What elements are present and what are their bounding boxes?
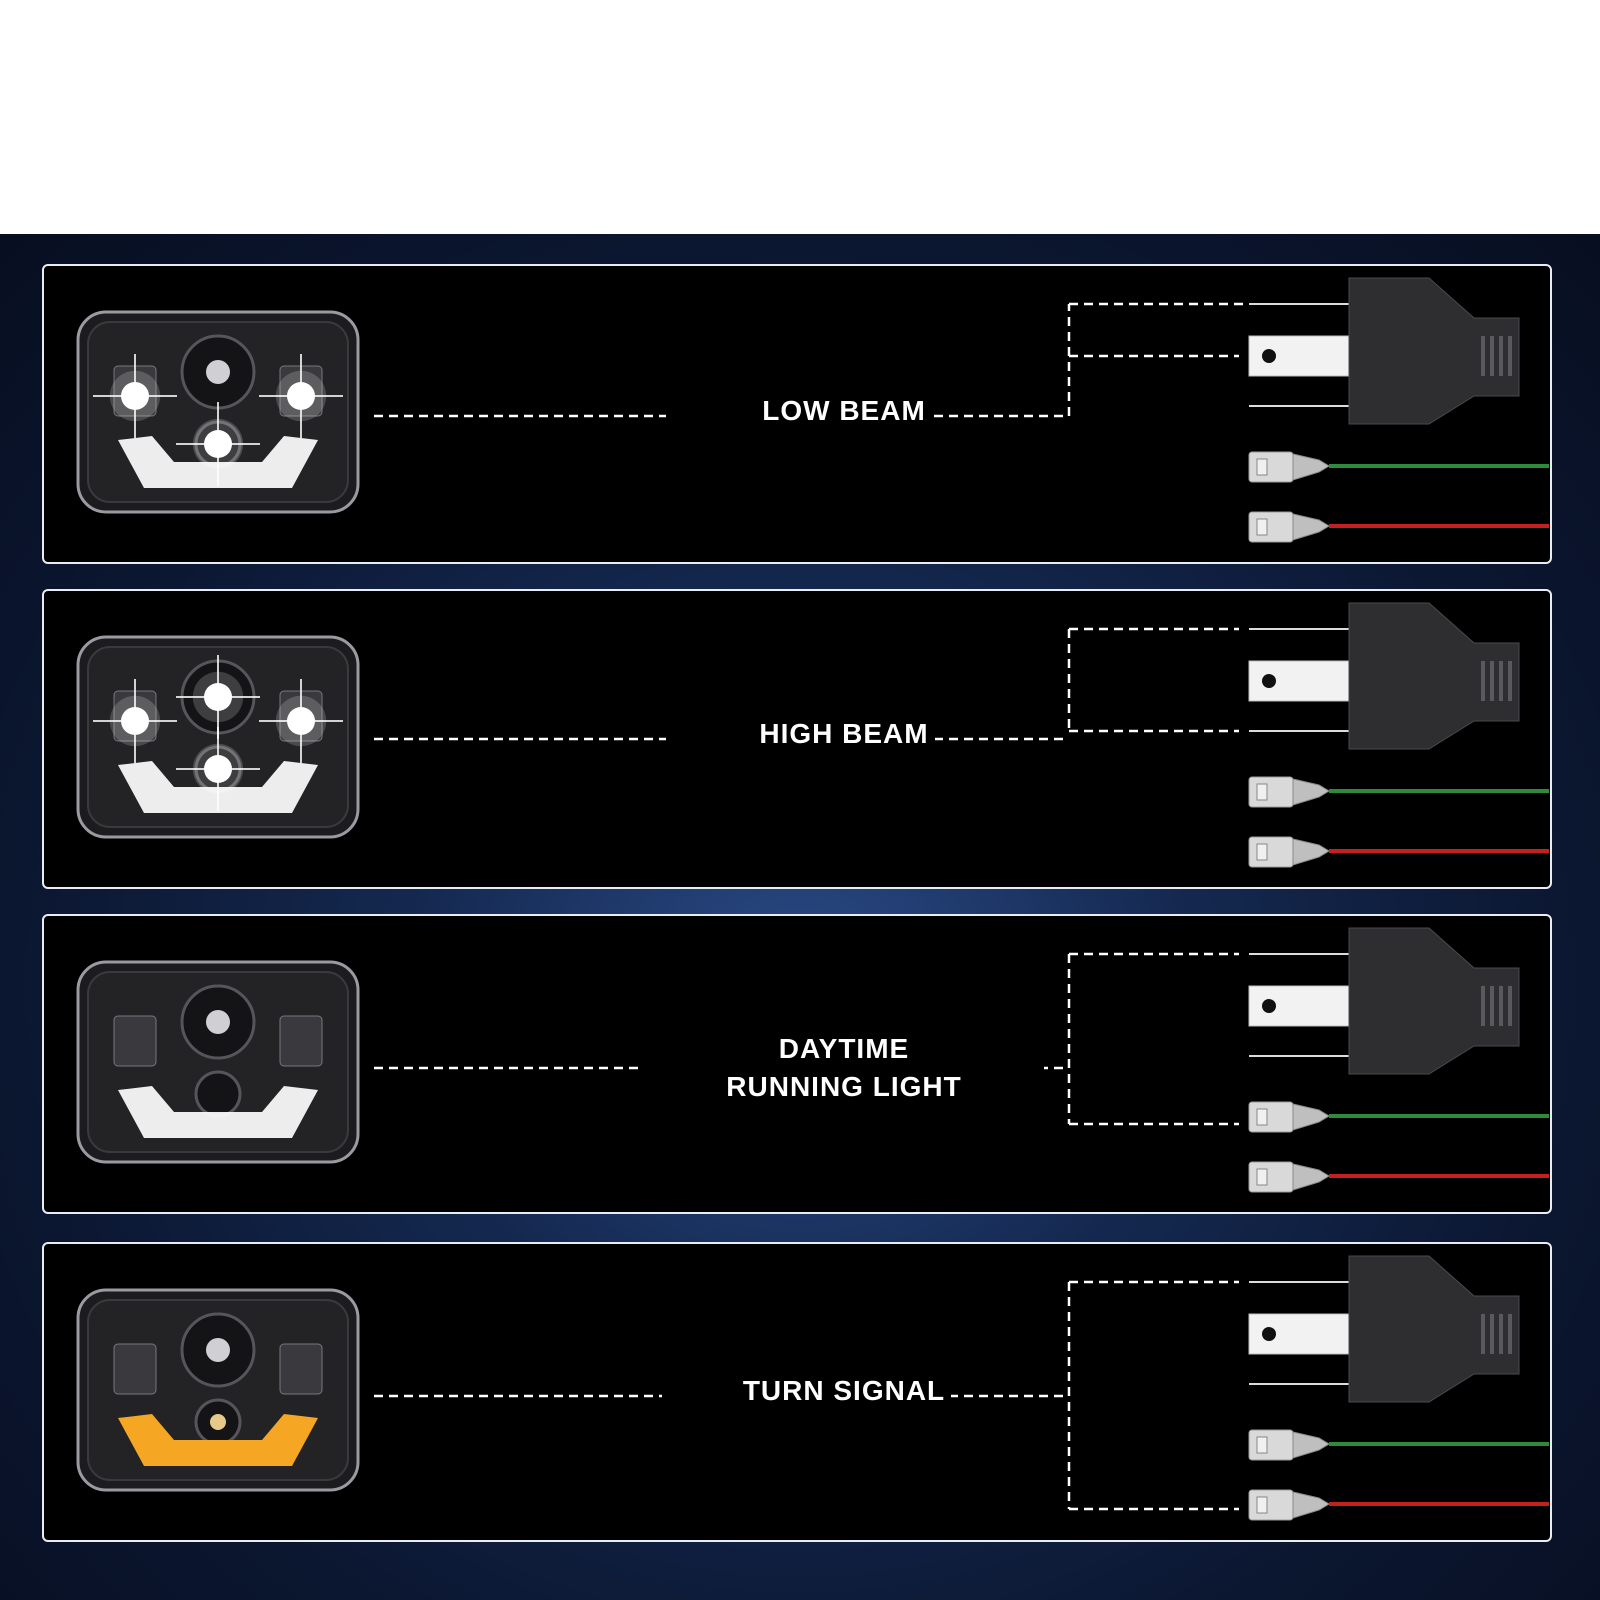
spade-connector-icon	[1248, 511, 1330, 543]
connector-blade	[1248, 511, 1294, 543]
connector-slot	[1256, 1108, 1268, 1126]
connector-slot	[1256, 1496, 1268, 1514]
projector-upper-core	[206, 1010, 230, 1034]
plug-grip	[1508, 336, 1512, 376]
led-module-right	[279, 1343, 323, 1395]
plug-grip	[1490, 986, 1494, 1026]
plug-grip	[1481, 661, 1485, 701]
mode-label: TURN SIGNAL	[644, 1372, 1044, 1410]
plug-grip	[1499, 661, 1503, 701]
connector-crimp	[1292, 1431, 1330, 1459]
plug-body	[1348, 927, 1520, 1075]
plug-grip	[1490, 661, 1494, 701]
plug-grip	[1508, 661, 1512, 701]
plug-grip	[1481, 986, 1485, 1026]
terminal-2-hole	[1262, 1327, 1276, 1341]
projector-upper-core	[206, 360, 230, 384]
connector-crimp	[1292, 453, 1330, 481]
connector-slot	[1256, 518, 1268, 536]
plug-body	[1348, 1255, 1520, 1403]
plug-grip	[1481, 336, 1485, 376]
wiring-lines	[76, 927, 1549, 1193]
projector-lower	[194, 1070, 242, 1118]
h4-plug-icon	[1248, 277, 1520, 425]
spade-connector-icon	[1248, 1489, 1330, 1521]
panel-daytime-running-light: DAYTIME RUNNING LIGHT	[42, 914, 1552, 1214]
connector-slot	[1256, 783, 1268, 801]
led-module-left	[113, 1015, 157, 1067]
drl-light-bar	[118, 1086, 318, 1138]
connector-blade	[1248, 451, 1294, 483]
spade-connector-icon	[1248, 776, 1330, 808]
connector-blade	[1248, 1429, 1294, 1461]
connector-blade	[1248, 836, 1294, 868]
drl-light-bar	[118, 1414, 318, 1466]
terminal-2-hole	[1262, 349, 1276, 363]
connector-slot	[1256, 458, 1268, 476]
connector-crimp	[1292, 838, 1330, 866]
led-module-right	[279, 1015, 323, 1067]
plug-grip	[1490, 1314, 1494, 1354]
connector-blade	[1248, 1161, 1294, 1193]
connector-crimp	[1292, 1163, 1330, 1191]
connector-crimp	[1292, 778, 1330, 806]
mode-label: HIGH BEAM	[644, 715, 1044, 753]
plug-body	[1348, 602, 1520, 750]
h4-plug-icon	[1248, 1255, 1520, 1403]
spade-connector-icon	[1248, 451, 1330, 483]
connector-crimp	[1292, 1491, 1330, 1519]
spade-connector-icon	[1248, 1101, 1330, 1133]
plug-grip	[1499, 1314, 1503, 1354]
plug-grip	[1499, 986, 1503, 1026]
led-module-left	[113, 1343, 157, 1395]
headlight-icon	[76, 310, 360, 514]
plug-grip	[1481, 1314, 1485, 1354]
headlight-icon	[76, 635, 360, 839]
mode-label: LOW BEAM	[644, 392, 1044, 430]
plug-grip	[1499, 336, 1503, 376]
connector-blade	[1248, 1101, 1294, 1133]
terminal-2-hole	[1262, 674, 1276, 688]
h4-plug-icon	[1248, 927, 1520, 1075]
spade-connector-icon	[1248, 836, 1330, 868]
plug-grip	[1490, 336, 1494, 376]
panel-turn-signal: TURN SIGNAL	[42, 1242, 1552, 1542]
amber-core	[210, 1414, 226, 1430]
projector-upper-core	[206, 1338, 230, 1362]
plug-grip	[1508, 986, 1512, 1026]
panel-high-beam: HIGH BEAM	[42, 589, 1552, 889]
connector-slot	[1256, 1168, 1268, 1186]
terminal-2-hole	[1262, 999, 1276, 1013]
spade-connector-icon	[1248, 1429, 1330, 1461]
panel-low-beam: LOW BEAM	[42, 264, 1552, 564]
mode-label: DAYTIME RUNNING LIGHT	[644, 1030, 1044, 1106]
wiring-lines	[76, 1255, 1549, 1521]
connector-slot	[1256, 843, 1268, 861]
plug-body	[1348, 277, 1520, 425]
connector-blade	[1248, 776, 1294, 808]
wiring-lines	[76, 277, 1549, 543]
connector-slot	[1256, 1436, 1268, 1454]
connector-blade	[1248, 1489, 1294, 1521]
connector-crimp	[1292, 513, 1330, 541]
plug-grip	[1508, 1314, 1512, 1354]
h4-plug-icon	[1248, 602, 1520, 750]
spade-connector-icon	[1248, 1161, 1330, 1193]
wiring-lines	[76, 602, 1549, 868]
headlight-icon	[76, 960, 360, 1164]
connector-crimp	[1292, 1103, 1330, 1131]
headlight-icon	[76, 1288, 360, 1492]
